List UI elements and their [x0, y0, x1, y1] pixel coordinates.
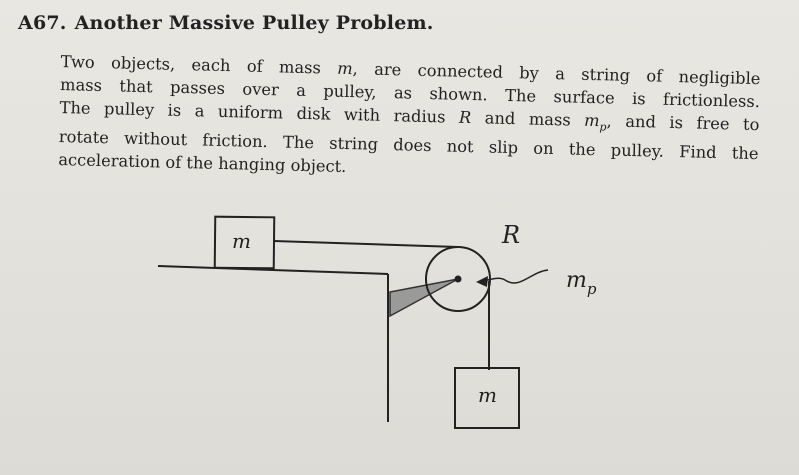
- block-on-table: [213, 215, 276, 270]
- pulley-mass-label: mp: [566, 268, 597, 298]
- problem-number: A67.: [18, 12, 67, 34]
- block-top-label: m: [232, 229, 251, 253]
- block-hanging-label: m: [478, 383, 497, 407]
- radius-label: R: [501, 221, 520, 249]
- problem-title: Another Massive Pulley Problem.: [74, 12, 434, 34]
- problem-heading: A67. Another Massive Pulley Problem.: [18, 12, 434, 34]
- pulley-axle: [454, 275, 462, 283]
- pulley-bracket: [389, 278, 459, 318]
- horizontal-string: [273, 240, 459, 248]
- table-surface: [157, 265, 389, 275]
- hanging-block: [454, 367, 520, 429]
- pointer-arrowhead: [476, 276, 488, 287]
